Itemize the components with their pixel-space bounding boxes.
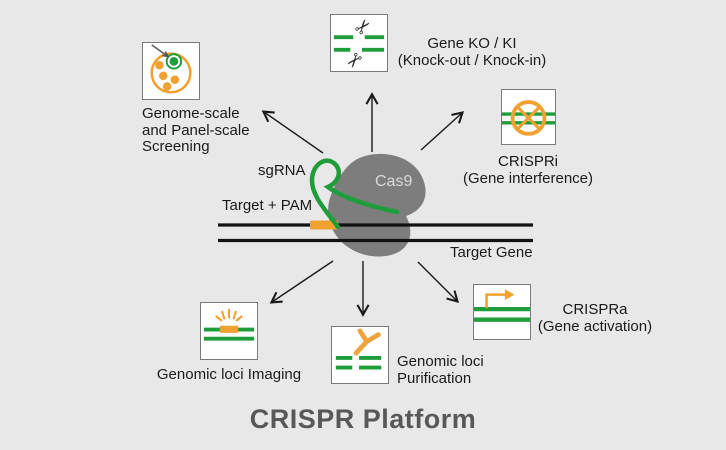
- antibody-y-shape: [353, 328, 381, 356]
- glow-rays: [215, 308, 243, 322]
- crispri-label: CRISPRi (Gene interference): [462, 153, 594, 187]
- crispri-icon-box: [501, 89, 556, 145]
- arrow-to-screening: [261, 110, 324, 154]
- blocked-gene-icon: [502, 100, 555, 136]
- imaging-label: Genomic loci Imaging: [156, 366, 302, 383]
- screening-label: Genome-scale and Panel-scale Screening: [142, 105, 250, 155]
- purification-label: Genomic loci Purification: [397, 353, 484, 387]
- crispra-label: CRISPRa (Gene activation): [537, 301, 653, 335]
- imaging-icon-box: [200, 302, 258, 360]
- promoter-arrow-icon: [474, 289, 530, 322]
- target-pam-label: Target + PAM: [222, 197, 313, 214]
- pam-site-marker: [310, 220, 338, 230]
- petri-dish-icon: [150, 44, 192, 94]
- purification-icon-box: [331, 326, 389, 384]
- scissors-cut-dna-icon: ✂ ✂: [333, 15, 385, 71]
- selected-colony-arrow: [151, 44, 170, 58]
- application-arrows: [261, 92, 465, 317]
- target-gene-label: Target Gene: [450, 244, 533, 261]
- screening-icon-box: [142, 42, 200, 100]
- glowing-locus-icon: [203, 308, 255, 341]
- cas9-label: Cas9: [375, 173, 413, 190]
- antibody-icon: [335, 328, 382, 370]
- knockout-icon-box: ✂ ✂: [330, 14, 388, 72]
- arrow-to-crispra: [417, 261, 459, 303]
- crispra-icon-box: [473, 284, 531, 340]
- knockout-label: Gene KO / KI (Knock-out / Knock-in): [397, 35, 547, 69]
- diagram-title: CRISPR Platform: [249, 404, 477, 434]
- arrow-to-crispri: [420, 111, 465, 151]
- arrow-to-imaging: [269, 260, 334, 304]
- sgrna-loop: [309, 158, 400, 230]
- target-dna-strands: [218, 223, 533, 243]
- sgrna-label: sgRNA: [258, 162, 306, 179]
